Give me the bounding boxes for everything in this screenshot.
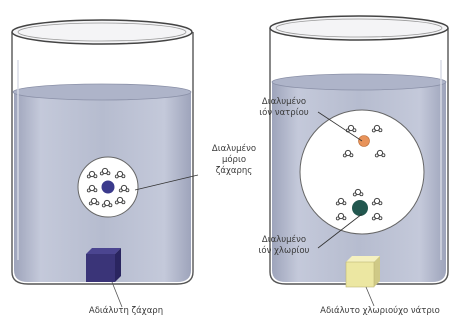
svg-text:ιόν νατρίου: ιόν νατρίου bbox=[259, 107, 308, 118]
sugar-crystal-label: Αδιάλυτη ζάχαρη bbox=[89, 306, 163, 316]
left-beaker-rim bbox=[12, 20, 192, 44]
sodium-ion bbox=[359, 136, 370, 147]
sugar-molecule-label: Διαλυμένο μόριο ζάχαρης bbox=[212, 143, 256, 176]
svg-text:Διαλυμένο: Διαλυμένο bbox=[212, 143, 256, 154]
sugar-crystal bbox=[86, 248, 121, 282]
svg-text:Διαλυμένο: Διαλυμένο bbox=[262, 96, 306, 107]
svg-text:μόριο: μόριο bbox=[222, 154, 246, 165]
salt-crystal bbox=[346, 256, 380, 287]
left-water-surface bbox=[13, 84, 191, 100]
right-beaker bbox=[270, 16, 448, 306]
ions-zoom-circle bbox=[300, 110, 424, 234]
chloride-ion bbox=[352, 200, 368, 216]
svg-text:Διαλυμένο: Διαλυμένο bbox=[262, 234, 306, 245]
right-water-surface bbox=[272, 74, 446, 90]
sugar-zoom-circle bbox=[78, 157, 138, 217]
sugar-molecule bbox=[102, 181, 115, 194]
left-beaker bbox=[12, 20, 193, 307]
svg-text:ιόν χλωρίου: ιόν χλωρίου bbox=[259, 245, 310, 256]
right-beaker-rim bbox=[270, 16, 448, 40]
svg-text:ζάχαρης: ζάχαρης bbox=[216, 166, 253, 176]
salt-crystal-label: Αδιάλυτο χλωριούχο νάτριο bbox=[320, 305, 440, 316]
